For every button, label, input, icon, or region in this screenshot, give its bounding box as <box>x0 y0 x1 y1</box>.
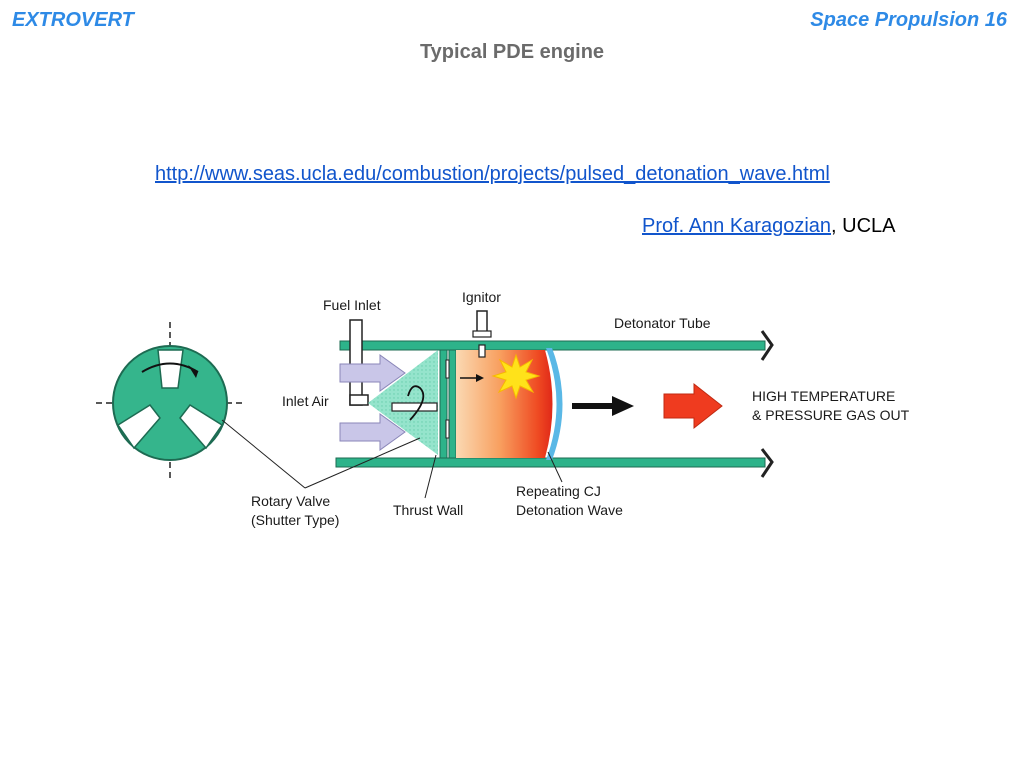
inlet-air-arrows <box>339 354 406 451</box>
credit-line: Prof. Ann Karagozian, UCLA <box>642 215 895 238</box>
source-url-link[interactable]: http://www.seas.ucla.edu/combustion/proj… <box>155 163 830 185</box>
fuel-inlet-pipe <box>349 319 369 406</box>
label-fuel-inlet: Fuel Inlet <box>323 297 381 313</box>
flow-arrow-small <box>460 374 484 382</box>
detonation-wave-front <box>546 348 563 460</box>
label-detonator-tube: Detonator Tube <box>614 315 711 331</box>
fuel-injector <box>391 402 438 412</box>
credit-affiliation: , UCLA <box>831 215 896 237</box>
label-rotary-valve-line2: (Shutter Type) <box>251 512 339 528</box>
propagation-arrow <box>572 396 634 416</box>
thrust-wall <box>439 349 457 459</box>
label-inlet-air: Inlet Air <box>282 393 329 409</box>
exhaust-arrow <box>663 382 723 430</box>
label-gas-out-line1: HIGH TEMPERATURE <box>752 388 895 404</box>
ignition-spark <box>491 353 541 400</box>
label-rotary-valve-line1: Rotary Valve <box>251 493 330 509</box>
header-right-title: Space Propulsion 16 <box>810 9 1007 31</box>
rotary-valve <box>96 322 243 482</box>
leader-lines <box>221 419 563 499</box>
label-gas-out-line2: & PRESSURE GAS OUT <box>752 407 910 423</box>
swirl-arrow <box>407 385 425 421</box>
slide-title: Typical PDE engine <box>419 41 605 63</box>
detonator-tube <box>335 330 774 478</box>
label-cj-wave-line1: Repeating CJ <box>516 483 601 499</box>
credit-author-link[interactable]: Prof. Ann Karagozian <box>642 215 832 237</box>
label-ignitor: Ignitor <box>462 289 501 305</box>
label-thrust-wall: Thrust Wall <box>393 502 463 518</box>
ignitor <box>472 310 492 358</box>
label-cj-wave-line2: Detonation Wave <box>516 502 623 518</box>
header-left-title: EXTROVERT <box>12 9 134 31</box>
